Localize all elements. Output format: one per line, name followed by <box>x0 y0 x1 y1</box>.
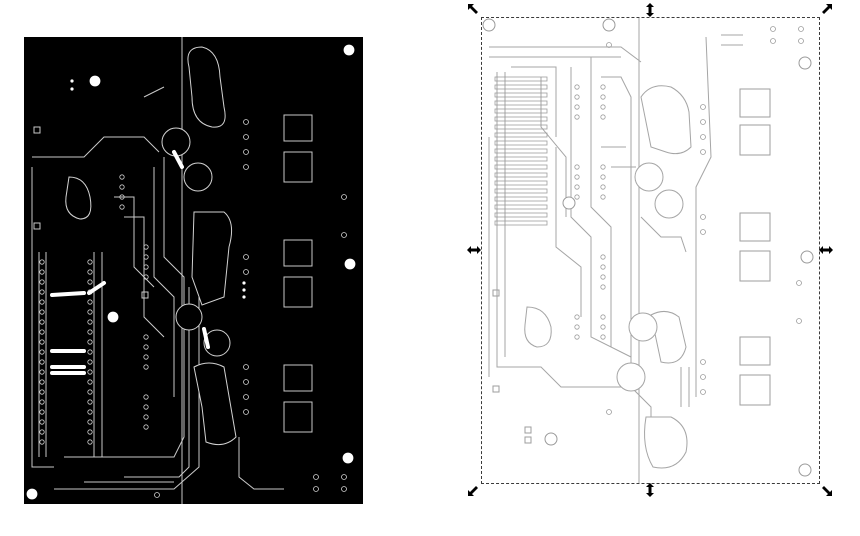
n-scale-arrow-icon[interactable] <box>643 3 657 17</box>
pcb-outline-artwork <box>482 17 814 484</box>
pcb-dark-artwork <box>25 37 357 504</box>
nw-scale-arrow-icon[interactable] <box>467 3 481 17</box>
s-scale-arrow-icon[interactable] <box>643 483 657 497</box>
pcb-layer-dark[interactable] <box>24 37 363 504</box>
ne-scale-arrow-icon[interactable] <box>819 3 833 17</box>
sw-scale-arrow-icon[interactable] <box>467 483 481 497</box>
pcb-layer-outline[interactable] <box>481 17 820 484</box>
se-scale-arrow-icon[interactable] <box>819 483 833 497</box>
e-scale-arrow-icon[interactable] <box>819 243 833 257</box>
w-scale-arrow-icon[interactable] <box>467 243 481 257</box>
